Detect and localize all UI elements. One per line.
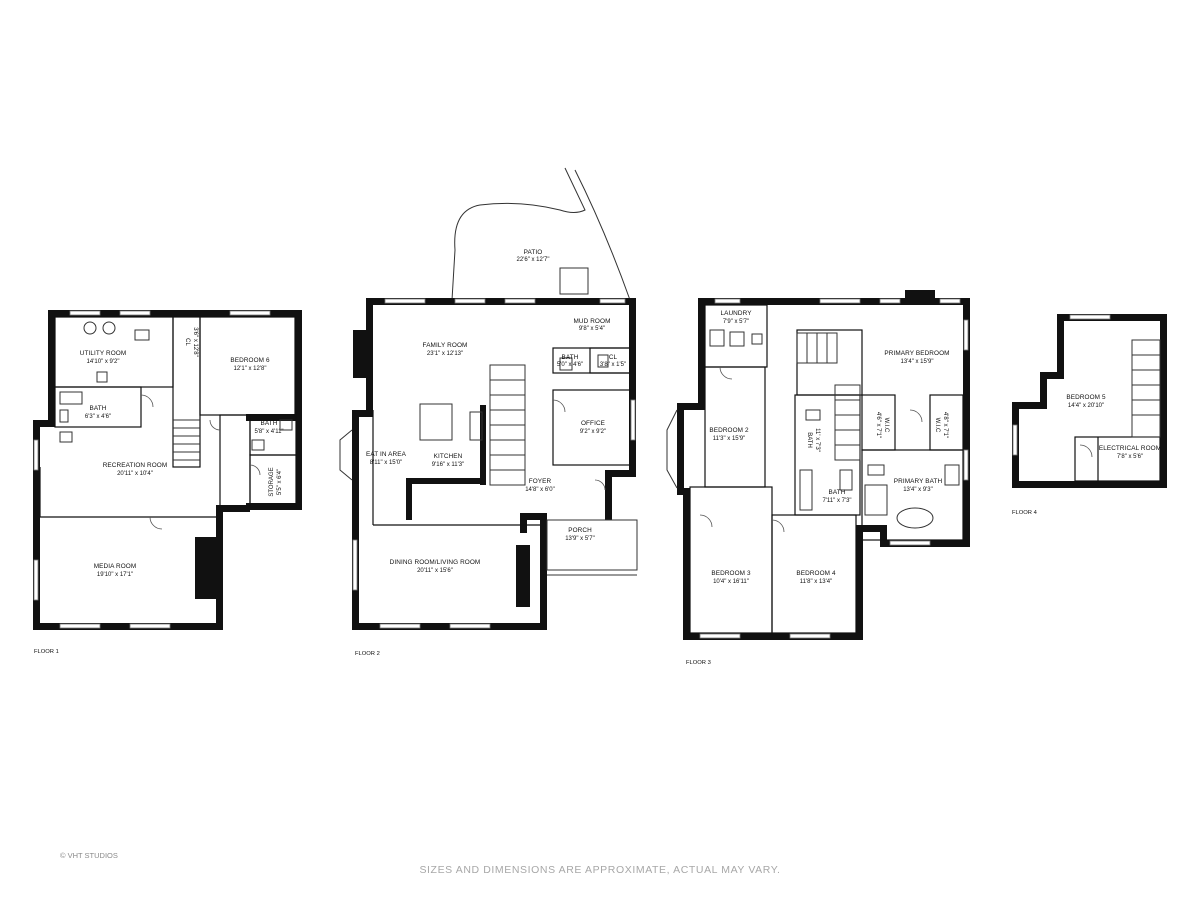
copyright-text: © VHT STUDIOS (60, 851, 118, 860)
f2-room-family-dim: 23'1" x 12'13" (427, 351, 463, 357)
floor-3-label: FLOOR 3 (686, 660, 711, 666)
f3-room-bath-a-name: BATH (806, 432, 812, 448)
f1-room-bedroom6-dim: 12'1" x 12'8" (234, 366, 267, 372)
f3-room-bedroom2-dim: 11'3" x 15'9" (713, 436, 745, 442)
f2-room-porch-dim: 13'9" x 5'7" (565, 536, 595, 542)
disclaimer-text: SIZES AND DIMENSIONS ARE APPROXIMATE, AC… (419, 864, 780, 876)
f1-room-bath-b-dim: 5'8" x 4'11" (254, 429, 283, 435)
f2-room-dining-living-dim: 20'11" x 15'6" (417, 568, 453, 574)
f3-room-bath-b-name: BATH (829, 489, 846, 496)
floor-4-plan (1012, 314, 1167, 488)
f1-room-cl-name: CL (184, 338, 190, 346)
f2-room-bath-dim: 5'0" x 4'6" (557, 362, 583, 368)
f3-room-primary-bath-dim: 13'4" x 9'3" (903, 487, 933, 493)
f3-room-bath-b-dim: 7'11" x 7'3" (822, 498, 851, 504)
f3-room-primary-bedroom-dim: 13'4" x 15'9" (901, 359, 934, 365)
f4-room-bedroom5-dim: 14'4" x 20'10" (1068, 403, 1104, 409)
f4-room-electrical-name: ELECTRICAL ROOM (1099, 445, 1161, 452)
f3-room-primary-bedroom-name: PRIMARY BEDROOM (884, 350, 949, 357)
f2-room-patio-dim: 22'6" x 12'7" (517, 257, 550, 263)
f3-room-wic-b-name: W.I.C (934, 418, 940, 433)
f2-room-office-name: OFFICE (581, 420, 605, 427)
f2-room-kitchen-name: KITCHEN (434, 453, 463, 460)
f3-room-wic-b-dim: 4'8" x 7'1" (942, 412, 948, 438)
f2-room-eatin-dim: 8'11" x 15'0" (370, 460, 402, 466)
f1-room-storage-dim: 5'5" x 6'4" (277, 469, 283, 495)
floor-2-plan (339, 167, 638, 630)
f3-room-bedroom4-name: BEDROOM 4 (796, 570, 836, 577)
f1-room-media-dim: 19'10" x 17'1" (97, 572, 133, 578)
f2-room-mud-name: MUD ROOM (573, 318, 610, 325)
f2-room-patio-name: PATIO (524, 249, 543, 256)
f1-room-utility-dim: 14'10" x 9'2" (87, 359, 120, 365)
f1-room-cl-dim: 3'6" x 12'8" (192, 327, 198, 357)
floor-4-label: FLOOR 4 (1012, 510, 1038, 516)
f1-room-recreation-name: RECREATION ROOM (103, 462, 168, 469)
f2-room-mud-dim: 9'8" x 5'4" (579, 326, 605, 332)
f3-room-primary-bath-name: PRIMARY BATH (894, 478, 943, 485)
f1-room-bath-b-name: BATH (261, 420, 278, 427)
f2-room-foyer-dim: 14'8" x 6'0" (525, 487, 555, 493)
f2-room-cl-dim: 3'8" x 1'5" (600, 362, 626, 368)
f2-room-bath-name: BATH (562, 354, 579, 361)
f3-room-wic-a-name: W.I.C (883, 418, 889, 433)
f1-room-recreation-dim: 20'11" x 10'4" (117, 471, 153, 477)
f1-room-bath-a-name: BATH (90, 405, 107, 412)
f2-room-cl-name: CL (609, 354, 618, 361)
f3-room-bedroom3-dim: 10'4" x 16'11" (713, 579, 749, 585)
f4-room-electrical-dim: 7'8" x 5'6" (1117, 454, 1143, 460)
f1-room-bath-a-dim: 6'3" x 4'6" (85, 414, 111, 420)
f3-room-bedroom4-dim: 11'8" x 13'4" (800, 579, 832, 585)
f1-room-media-name: MEDIA ROOM (94, 563, 137, 570)
floor-1-label: FLOOR 1 (34, 649, 59, 655)
f2-room-office-dim: 9'2" x 9'2" (580, 429, 606, 435)
f2-room-dining-living-name: DINING ROOM/LIVING ROOM (390, 559, 481, 566)
floor-1-plan (33, 310, 302, 630)
f2-room-foyer-name: FOYER (529, 478, 552, 485)
floor-2-label: FLOOR 2 (355, 651, 380, 657)
f4-room-bedroom5-name: BEDROOM 5 (1066, 394, 1106, 401)
f3-room-laundry-name: LAUNDRY (720, 310, 752, 317)
f3-room-bedroom3-name: BEDROOM 3 (711, 570, 751, 577)
f2-room-eatin-name: EAT IN AREA (366, 451, 407, 458)
f3-room-bedroom2-name: BEDROOM 2 (709, 427, 749, 434)
f2-room-porch-name: PORCH (568, 527, 592, 534)
f3-room-wic-a-dim: 4'6" x 7'1" (875, 412, 881, 438)
f1-room-storage-name: STORAGE (269, 467, 275, 496)
f1-room-bedroom6-name: BEDROOM 6 (230, 357, 270, 364)
f3-room-laundry-dim: 7'9" x 5'7" (723, 319, 749, 325)
f1-room-utility-name: UTILITY ROOM (80, 350, 127, 357)
f3-room-bath-a-dim: 11' x 7'3" (814, 428, 820, 452)
f2-room-kitchen-dim: 9'16" x 11'3" (432, 462, 464, 468)
f2-room-family-name: FAMILY ROOM (423, 342, 468, 349)
floor-3-plan (666, 290, 970, 640)
